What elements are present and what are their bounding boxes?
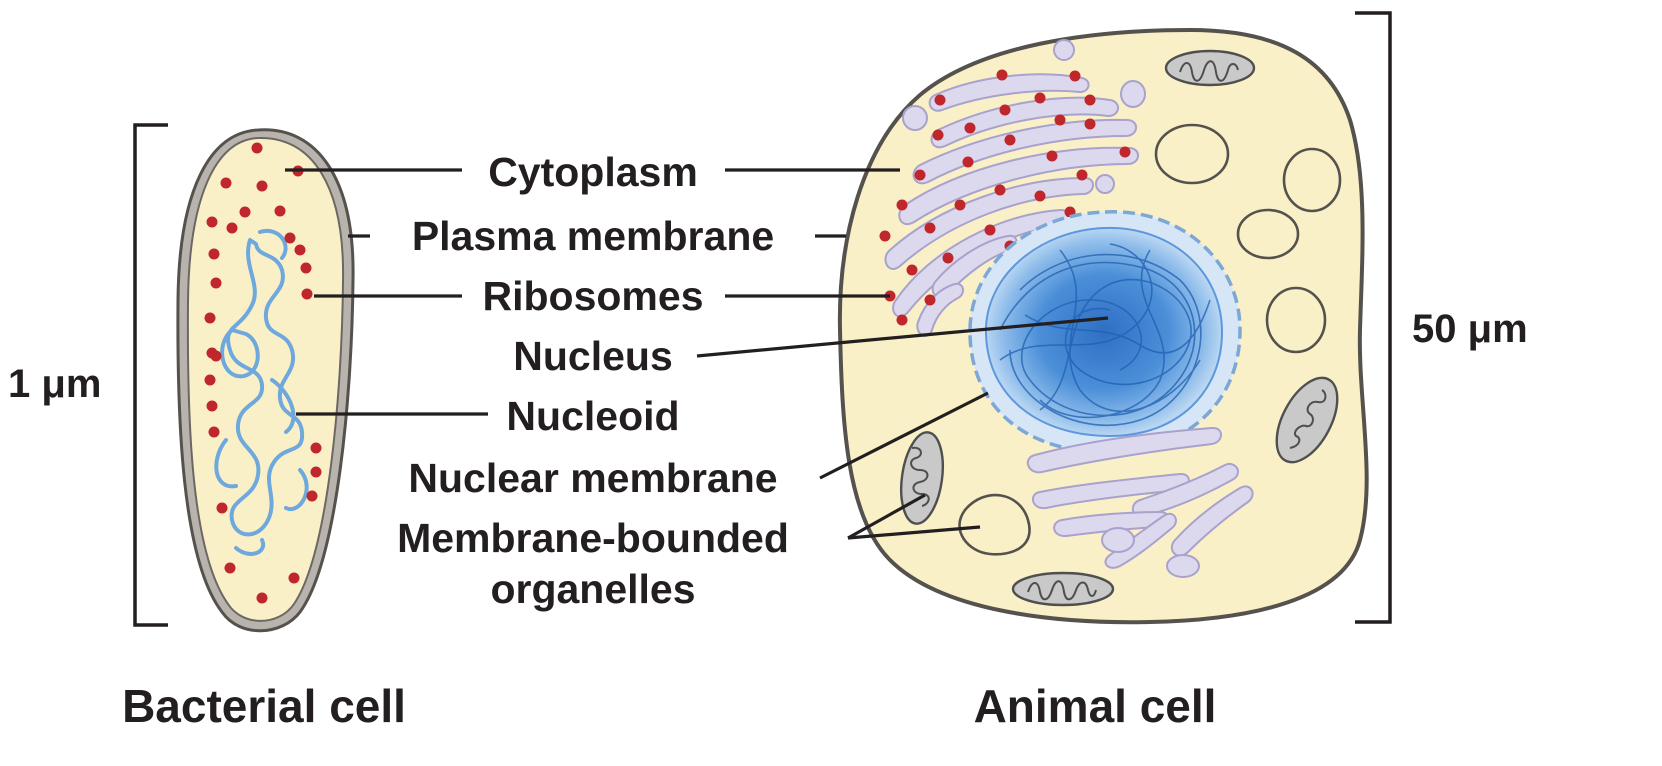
label-plasma-membrane: Plasma membrane: [412, 213, 774, 259]
label-organelles: organelles: [490, 566, 695, 612]
mitochondrion-top: [1166, 51, 1254, 85]
bacterial-cell: [178, 130, 353, 631]
mitochondrion-bottom: [1013, 573, 1113, 605]
label-membrane-bounded: Membrane-bounded: [397, 515, 789, 561]
caption-bacterial-cell: Bacterial cell: [122, 680, 406, 732]
label-cytoplasm: Cytoplasm: [488, 149, 698, 195]
scale-label-animal: 50 μm: [1412, 307, 1528, 351]
label-ribosomes: Ribosomes: [483, 273, 704, 319]
animal-nucleus: [970, 212, 1240, 452]
label-nucleoid: Nucleoid: [506, 393, 679, 439]
label-nucleus: Nucleus: [513, 333, 673, 379]
scale-label-bacterial: 1 μm: [8, 362, 101, 406]
label-nuclear-membrane: Nuclear membrane: [408, 455, 777, 501]
caption-animal-cell: Animal cell: [974, 680, 1217, 732]
bacterial-scale-bracket: [135, 125, 168, 625]
